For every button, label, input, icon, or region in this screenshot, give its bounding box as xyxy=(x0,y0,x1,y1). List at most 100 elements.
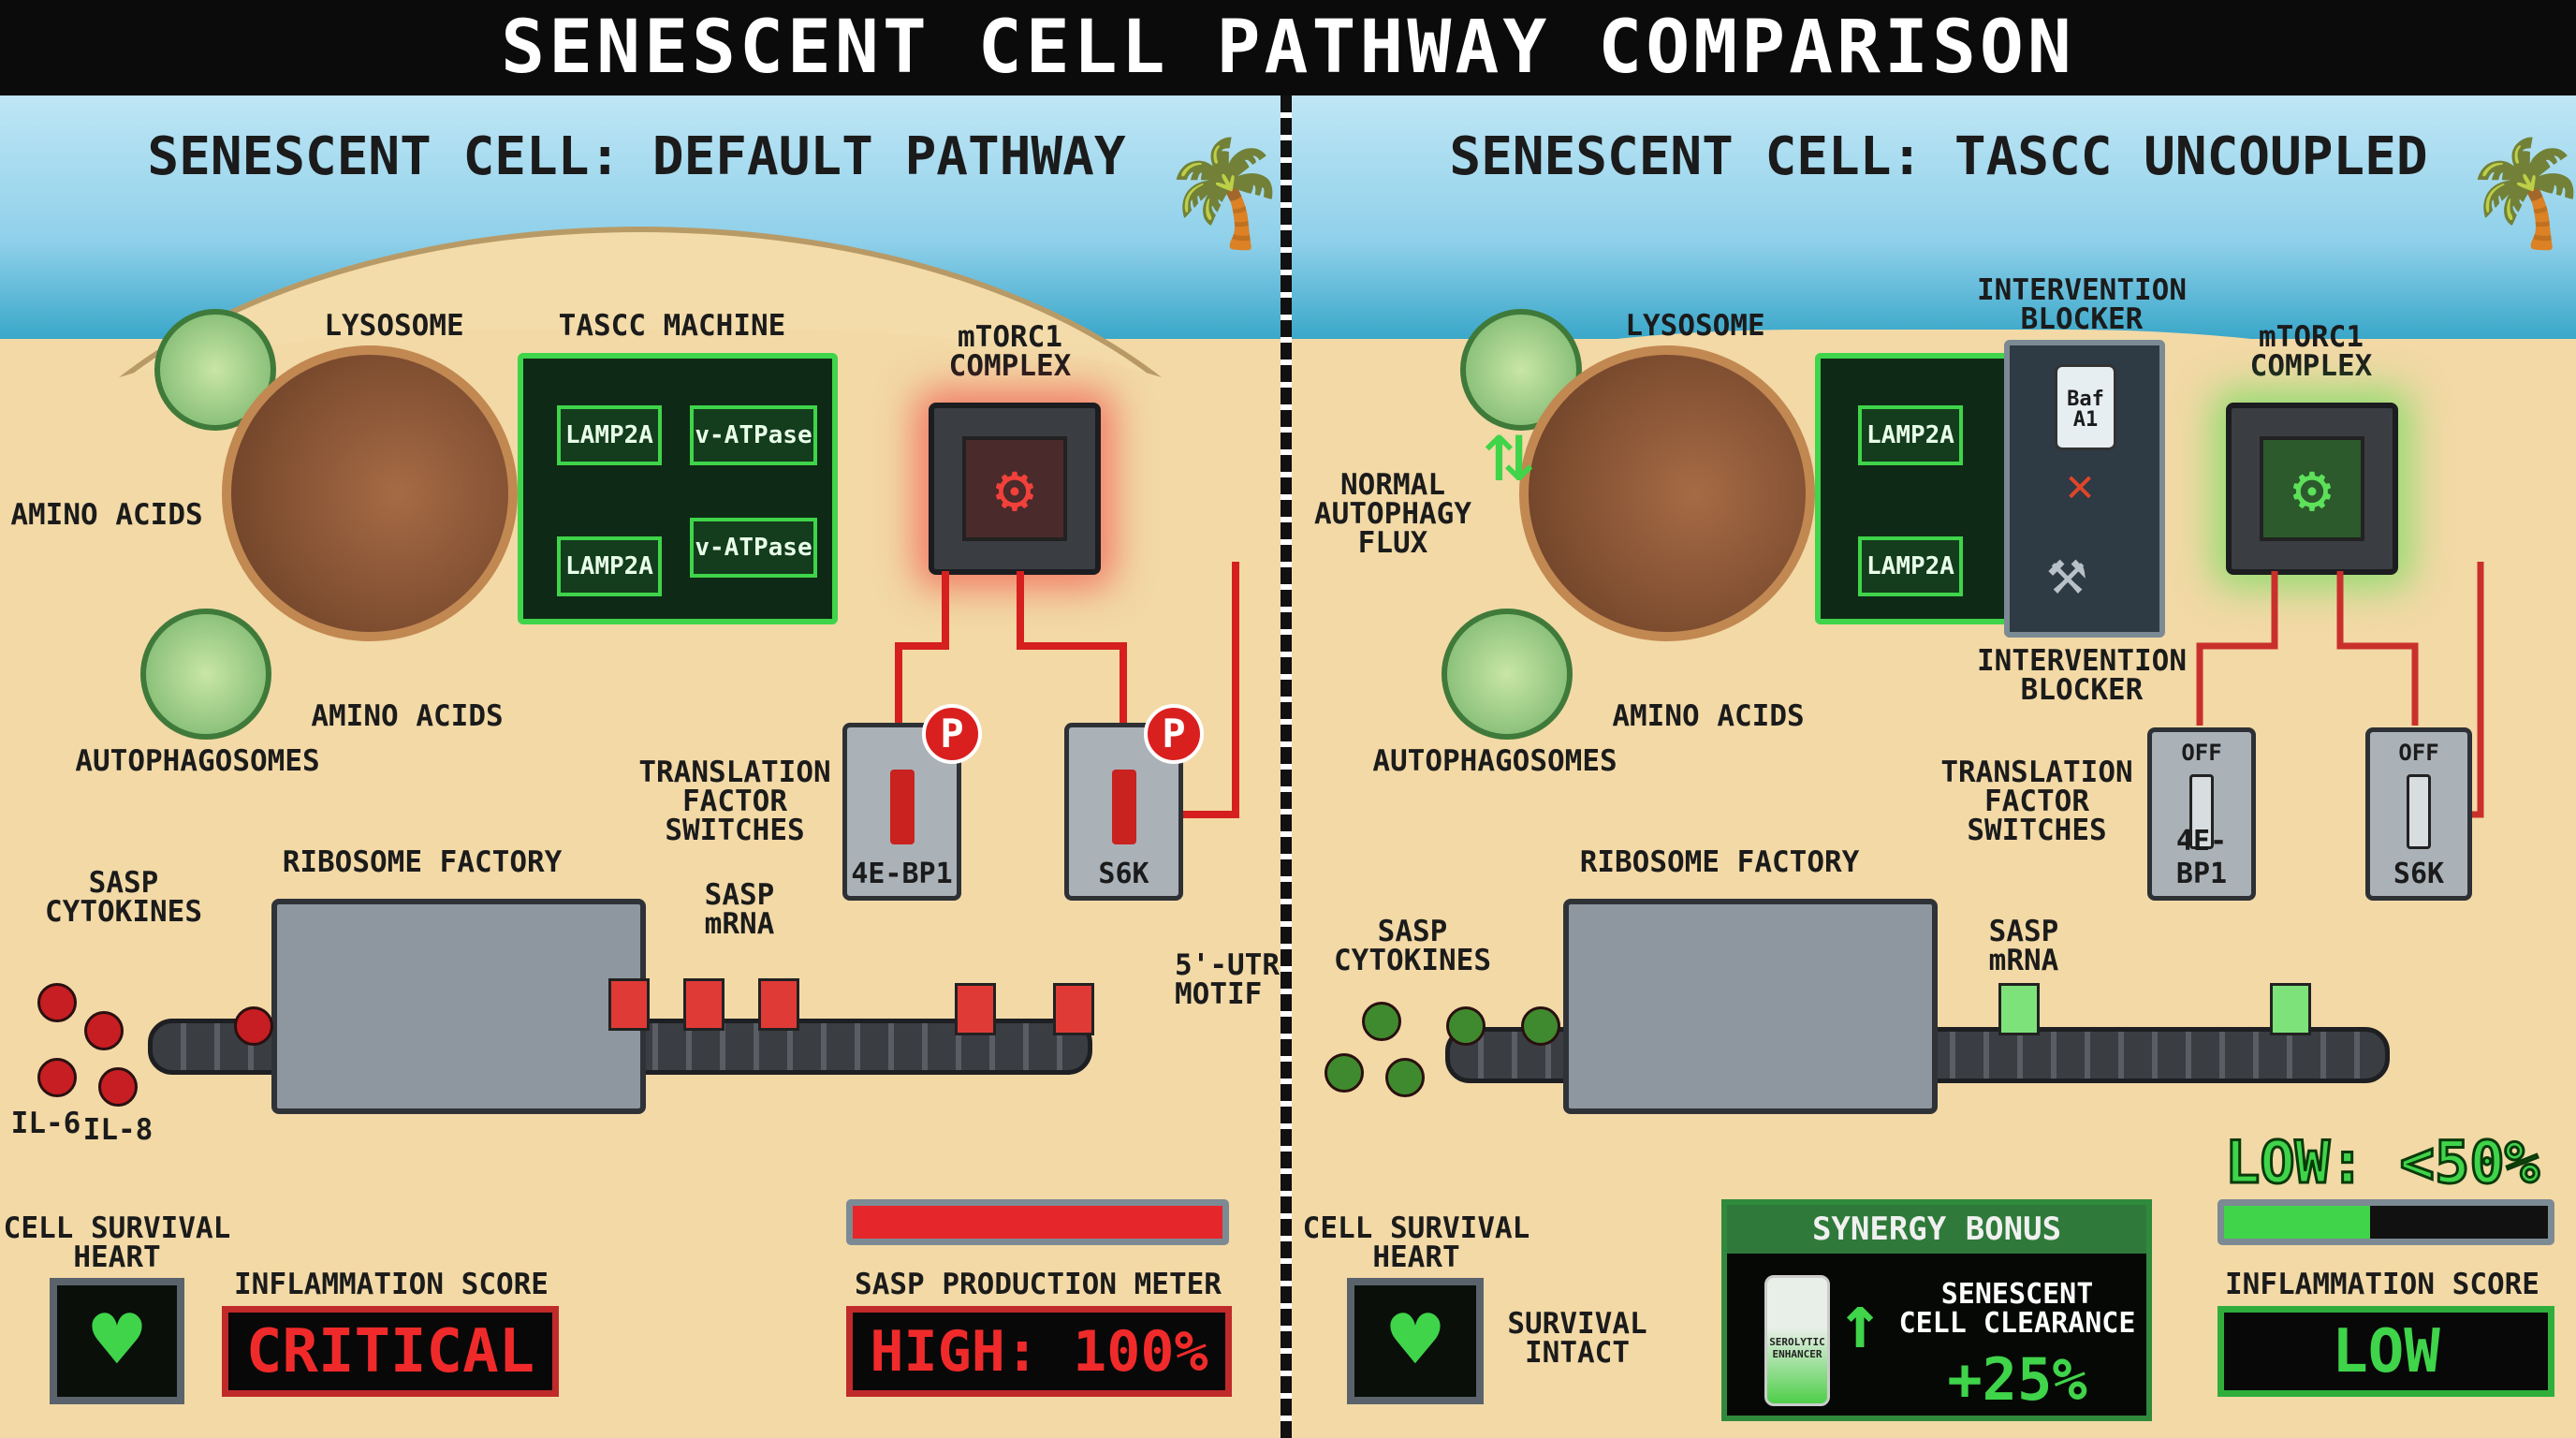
switch-label: 4E-BP1 xyxy=(2175,825,2228,890)
cytokine-icon xyxy=(1385,1058,1425,1097)
sasp-production-meter xyxy=(846,1199,1229,1245)
tascc-machine: LAMP2A LAMP2A xyxy=(1815,353,2012,624)
switch-lever[interactable] xyxy=(889,770,915,844)
translation-switches-label: TRANSLATION FACTOR SWITCHES xyxy=(1940,756,2133,847)
il8-label: IL-8 xyxy=(82,1113,154,1147)
sasp-cytokines-label: SASP CYTOKINES xyxy=(45,866,202,929)
inflammation-score-value: LOW xyxy=(2217,1306,2554,1397)
lysosome-label: LYSOSOME xyxy=(324,309,464,343)
lamp2a-chip: LAMP2A xyxy=(1858,536,1963,596)
left-panel-title: SENESCENT CELL: DEFAULT PATHWAY xyxy=(147,126,1126,187)
tools-icon: ⚒ xyxy=(2047,533,2087,609)
v-atpase-chip: v-ATPase xyxy=(690,405,817,465)
synergy-value: +25% xyxy=(1947,1345,2087,1414)
4e-bp1-switch[interactable]: OFF 4E-BP1 xyxy=(2147,727,2256,901)
baf-a1-bottle: Baf A1 xyxy=(2055,364,2116,450)
lamp2a-chip: LAMP2A xyxy=(557,405,662,465)
amino-acids-label: AMINO ACIDS xyxy=(311,699,504,733)
palm-tree-icon: 🌴 xyxy=(1161,133,1289,253)
sasp-mrna-icon xyxy=(1998,983,2040,1035)
tascc-machine: LAMP2A v-ATPase LAMP2A v-ATPase xyxy=(518,353,838,624)
tascc-label: TASCC MACHINE xyxy=(558,309,786,343)
meter-fill xyxy=(2224,1206,2370,1239)
intervention-blocker-label: INTERVENTION BLOCKER xyxy=(1977,644,2187,707)
switch-lever[interactable] xyxy=(2189,774,2214,849)
phospho-badge: P xyxy=(922,704,982,764)
flux-arrows-icon: ⇅ xyxy=(1484,403,1535,501)
sasp-production-meter xyxy=(2217,1199,2554,1245)
translation-switches-label: TRANSLATION FACTOR SWITCHES xyxy=(638,756,831,847)
cell-survival-heart-label: CELL SURVIVAL HEART xyxy=(3,1211,231,1274)
amino-acids-label: AMINO ACIDS xyxy=(1612,699,1805,733)
sasp-mrna-icon xyxy=(683,978,724,1031)
main-title: SENESCENT CELL PATHWAY COMPARISON xyxy=(0,0,2576,95)
cytokine-icon xyxy=(1325,1053,1364,1093)
mtorc1-label: mTORC1 COMPLEX xyxy=(948,320,1072,383)
v-atpase-chip: v-ATPase xyxy=(690,518,817,578)
switch-state: OFF xyxy=(2181,740,2222,766)
cytokine-icon xyxy=(37,983,77,1022)
s6k-switch[interactable]: OFF S6K xyxy=(2365,727,2472,901)
switch-label: 4E-BP1 xyxy=(851,858,953,890)
palm-tree-icon: 🌴 xyxy=(2462,133,2576,253)
mtorc1-chip: ⚙ xyxy=(929,403,1101,575)
cytokine-icon xyxy=(234,1006,273,1046)
switch-lever[interactable] xyxy=(2407,774,2431,849)
switch-state: OFF xyxy=(2398,740,2439,766)
autophagosomes-label: AUTOPHAGOSOMES xyxy=(75,744,320,778)
signal-wires xyxy=(895,562,1239,818)
sasp-mrna-icon xyxy=(608,978,650,1031)
beach-background xyxy=(1292,95,2576,339)
meter-fill xyxy=(853,1206,1222,1239)
cytokine-icon xyxy=(1446,1006,1486,1046)
intervention-blocker-label: INTERVENTION BLOCKER xyxy=(1977,273,2187,336)
sasp-mrna-icon xyxy=(1053,983,1094,1035)
sasp-mrna-icon xyxy=(758,978,799,1031)
ribosome-factory-label: RIBOSOME FACTORY xyxy=(282,845,563,879)
sasp-mrna-icon xyxy=(955,983,996,1035)
inflammation-score-value: CRITICAL xyxy=(222,1306,559,1397)
synergy-title: SYNERGY BONUS xyxy=(1727,1205,2146,1254)
utr-motif-label: 5'-UTR MOTIF xyxy=(1175,948,1280,1011)
ribosome-machine xyxy=(1563,899,1938,1114)
sasp-mrna-label: SASP mRNA xyxy=(1988,915,2059,977)
serolytic-enhancer-bottle: SEROLYTIC ENHANCER xyxy=(1764,1275,1830,1406)
block-x-icon: ✕ xyxy=(2066,458,2095,512)
autophagosomes-label: AUTOPHAGOSOMES xyxy=(1372,744,1617,778)
amino-acids-label: AMINO ACIDS xyxy=(10,498,203,532)
lysosome-icon xyxy=(1519,345,1815,641)
lysosome-icon xyxy=(222,345,518,641)
4e-bp1-switch[interactable]: 4E-BP1 xyxy=(842,723,961,901)
cell-survival-heart-label: CELL SURVIVAL HEART xyxy=(1302,1211,1530,1274)
switch-label: S6K xyxy=(1098,858,1149,890)
mtorc1-label: mTORC1 COMPLEX xyxy=(2249,320,2373,383)
il6-label: IL-6 xyxy=(10,1107,81,1140)
up-arrow-icon: ↑ xyxy=(1837,1278,1883,1365)
cytokine-icon xyxy=(98,1067,138,1107)
sasp-meter-value: LOW: <50% xyxy=(2224,1128,2541,1196)
mtorc1-chip: ⚙ xyxy=(2226,403,2398,575)
lamp2a-chip: LAMP2A xyxy=(557,536,662,596)
cytokine-icon xyxy=(1362,1002,1401,1041)
inflammation-score-label: INFLAMMATION SCORE xyxy=(234,1268,549,1301)
sasp-mrna-icon xyxy=(2270,983,2311,1035)
gear-icon: ⚙ xyxy=(962,436,1067,541)
sasp-cytokines-label: SASP CYTOKINES xyxy=(1334,915,1491,977)
switch-label: S6K xyxy=(2393,858,2445,890)
sasp-meter-value: HIGH: 100% xyxy=(846,1306,1232,1397)
autophagosome-icon xyxy=(140,609,271,740)
ribosome-machine xyxy=(271,899,646,1114)
survival-intact-label: SURVIVAL INTACT xyxy=(1507,1307,1647,1370)
phospho-badge: P xyxy=(1144,704,1204,764)
cytokine-icon xyxy=(1521,1006,1560,1046)
heart-monitor-icon: ♥ xyxy=(1347,1278,1484,1404)
autophagy-flux-label: NORMAL AUTOPHAGY FLUX xyxy=(1314,468,1471,560)
cytokine-icon xyxy=(37,1058,77,1097)
sasp-meter-label: SASP PRODUCTION METER xyxy=(855,1268,1222,1301)
panel-divider xyxy=(1281,95,1292,1438)
switch-lever[interactable] xyxy=(1111,770,1136,844)
heart-monitor-icon: ♥ xyxy=(50,1278,184,1404)
ribosome-factory-label: RIBOSOME FACTORY xyxy=(1579,845,1860,879)
cytokine-icon xyxy=(84,1011,124,1050)
synergy-text: SENESCENT CELL CLEARANCE xyxy=(1898,1278,2136,1340)
